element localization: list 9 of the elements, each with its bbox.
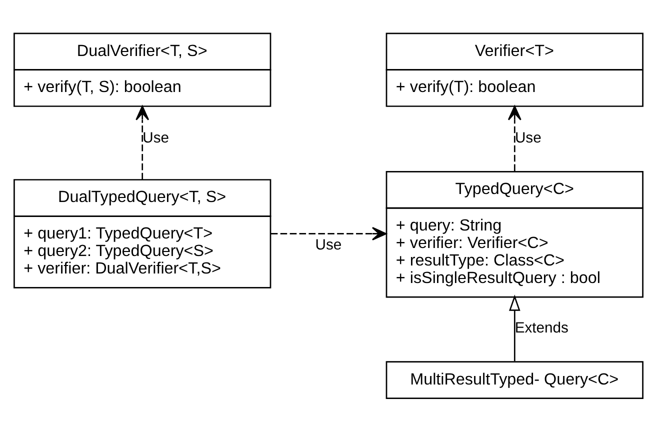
arrow	[508, 294, 520, 361]
edge-label: Use	[315, 237, 342, 254]
edge-label: Extends	[514, 320, 568, 336]
arrow	[271, 226, 387, 240]
node-box: MultiResultTyped- Query<C>	[386, 360, 644, 398]
arrow	[508, 105, 522, 170]
arrow	[136, 105, 150, 180]
edge-label: Use	[514, 130, 542, 146]
edge-label: Use	[142, 130, 170, 146]
